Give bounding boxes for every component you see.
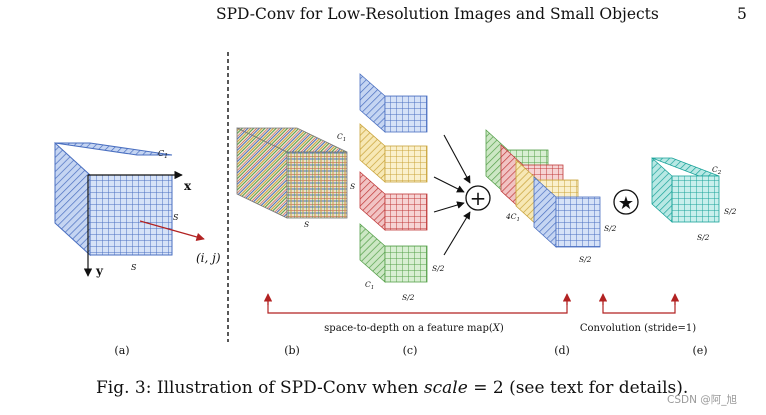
panel-a-x-axis-label: x — [184, 179, 192, 193]
sub-map-red — [359, 171, 428, 231]
panel-e-bottom-size: S/2 — [697, 233, 710, 242]
panel-d-side-size: S/2 — [604, 224, 617, 233]
panel-d-concatenated-map — [485, 129, 601, 248]
sub-map-green — [359, 223, 428, 283]
panel-b-side-size: S — [350, 182, 355, 191]
panel-label-d: (d) — [554, 344, 570, 357]
panel-c-channel-label: C1 — [365, 280, 374, 291]
panel-b-input-map — [236, 127, 348, 219]
watermark: CSDN @阿_旭 — [667, 394, 738, 406]
panel-c-bottom-size: S/2 — [402, 293, 415, 302]
convolution-label: Convolution (stride=1) — [580, 323, 696, 334]
space-to-depth-label: space-to-depth on a feature map(X) — [324, 323, 504, 334]
convolution-symbol: ★ — [618, 193, 634, 214]
panel-b-channel-label: C1 — [337, 132, 346, 143]
panel-label-c: (c) — [403, 344, 418, 357]
concat-arrows — [433, 134, 471, 256]
concat-symbol: + — [470, 186, 487, 210]
panel-label-a: (a) — [114, 344, 129, 357]
running-header-title: SPD-Conv for Low-Resolution Images and S… — [216, 5, 659, 23]
figure-caption: Fig. 3: Illustration of SPD-Conv when sc… — [96, 378, 689, 398]
panel-e-output-map — [651, 157, 720, 223]
space-to-depth-bracket — [263, 293, 572, 314]
panel-a-point-label: (i, j) — [196, 251, 221, 265]
page-number: 5 — [737, 5, 747, 23]
panel-b-bottom-size: S — [304, 220, 309, 229]
panel-d-channel-label: 4C1 — [505, 212, 520, 223]
panel-a-y-axis-label: y — [95, 264, 104, 278]
panel-label-e: (e) — [692, 344, 707, 357]
sub-map-yellow — [359, 123, 428, 183]
panel-a-channel-label: C1 — [158, 149, 168, 160]
concat-operator: + — [465, 185, 491, 211]
convolution-operator: ★ — [613, 189, 639, 215]
panel-e-side-size: S/2 — [724, 207, 737, 216]
sub-map-blue — [359, 73, 428, 133]
panel-label-b: (b) — [284, 344, 300, 357]
panel-d-bottom-size: S/2 — [579, 255, 592, 264]
panel-a-bottom-size: S — [131, 263, 137, 272]
panel-c-sub-feature-maps — [359, 73, 428, 283]
panel-a-feature-map — [54, 141, 205, 277]
convolution-bracket — [598, 293, 680, 314]
panel-a-side-size: S — [173, 213, 179, 222]
panel-e-channel-label: C2 — [712, 165, 722, 176]
panel-c-side-size: S/2 — [432, 264, 445, 273]
